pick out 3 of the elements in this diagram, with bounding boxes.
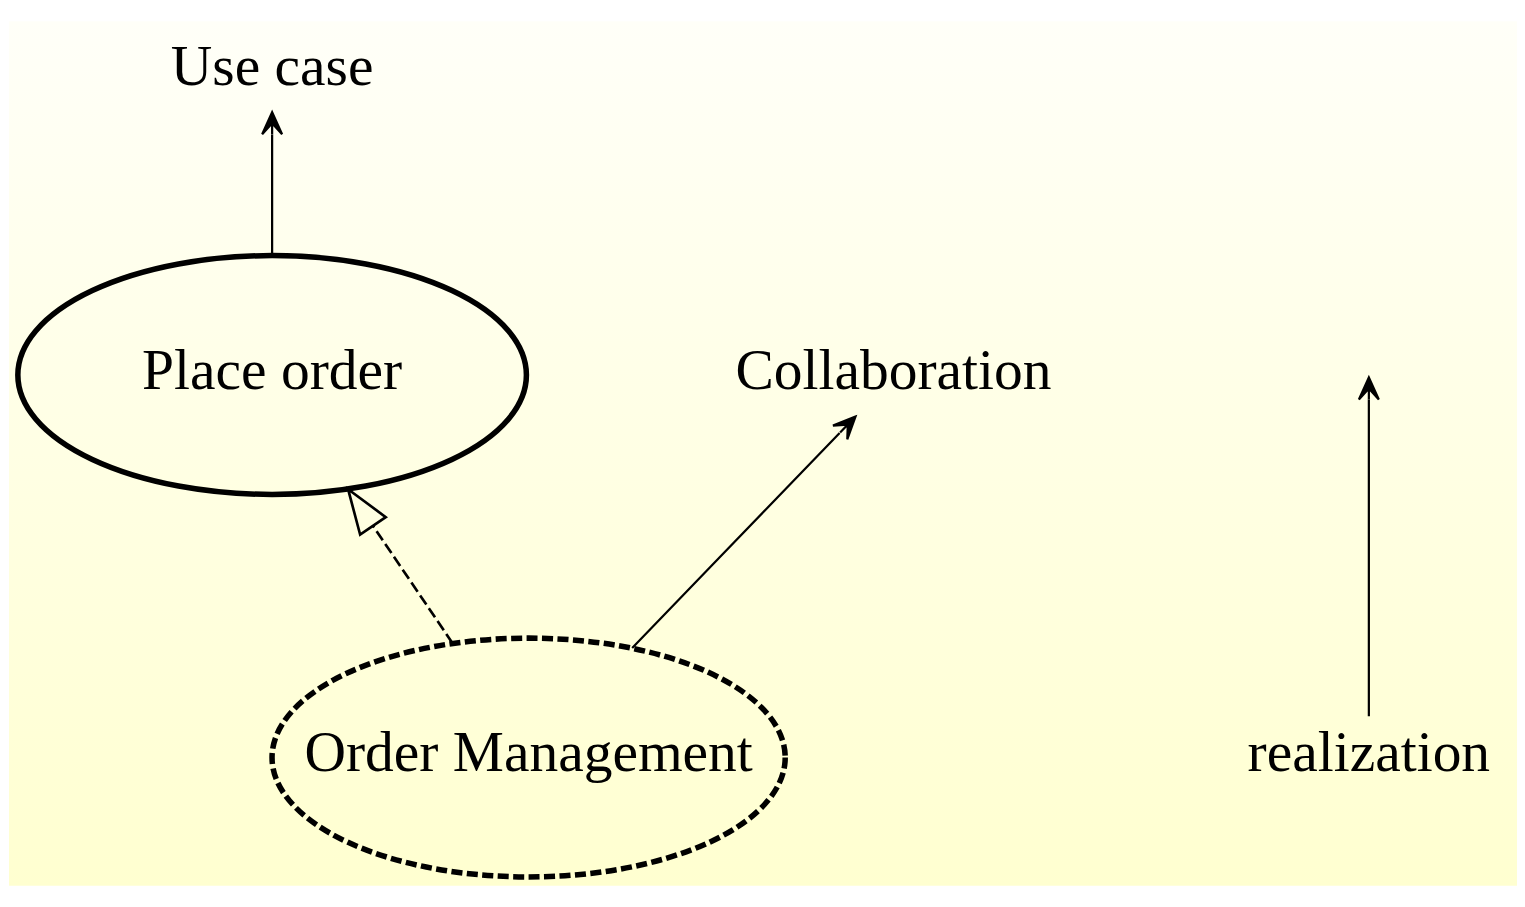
node-text: realization (1247, 720, 1490, 784)
node-text: Collaboration (734, 337, 1051, 401)
node-text: Use case (170, 33, 373, 97)
